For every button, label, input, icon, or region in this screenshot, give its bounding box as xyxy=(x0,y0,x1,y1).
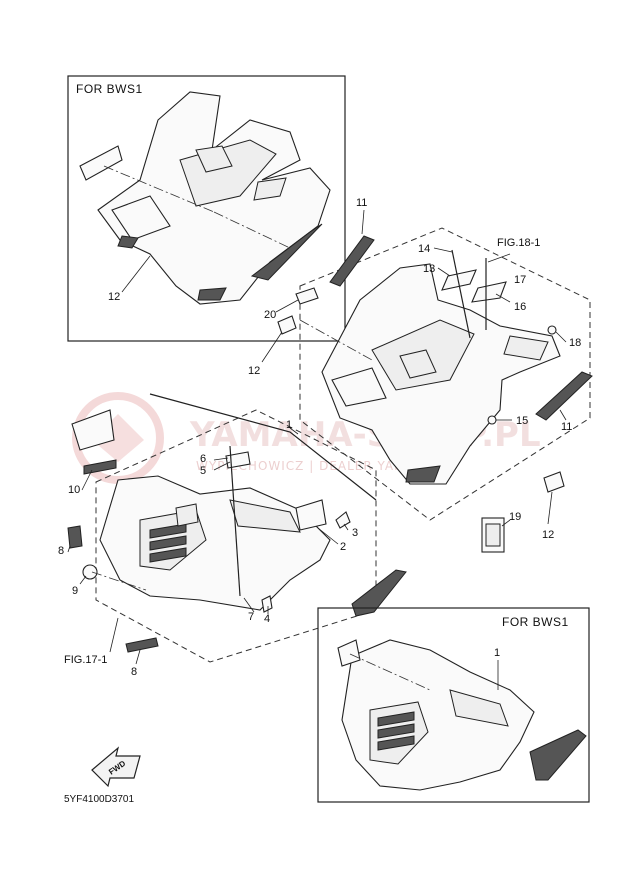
front-assembly-bracket xyxy=(149,393,377,501)
decal-12-box xyxy=(79,145,123,181)
callout-18: 18 xyxy=(569,337,581,349)
part-2 xyxy=(295,499,327,531)
front-side-panel xyxy=(351,569,407,617)
callout-8-bottom: 8 xyxy=(131,666,137,678)
part-11-top xyxy=(329,235,375,287)
callout-16: 16 xyxy=(514,301,526,313)
part-12-mid xyxy=(277,315,297,335)
callout-12-right: 12 xyxy=(542,529,554,541)
rear-fender-bws1 xyxy=(97,91,331,305)
part-14 xyxy=(451,249,471,339)
part-13 xyxy=(441,269,477,291)
part-12-right xyxy=(543,471,565,493)
decal-11-box xyxy=(250,223,323,281)
callout-15: 15 xyxy=(516,415,528,427)
rear-assembly: 11 14 13 FIG.18-1 17 16 18 15 11 20 12 1… xyxy=(248,197,593,541)
part-8-bottom xyxy=(125,637,159,653)
top-box-frame xyxy=(67,75,346,342)
callout-12-box: 12 xyxy=(108,291,120,303)
top-box-title: FOR BWS1 xyxy=(76,82,143,96)
callout-13: 13 xyxy=(423,263,435,275)
watermark-sub: WYPIECHOWICZ | DEALER YAMAHA xyxy=(196,459,434,473)
front-fender-bws1 xyxy=(337,639,587,791)
callout-11-top: 11 xyxy=(356,197,367,209)
part-19-label: 19 xyxy=(481,511,521,553)
part-9 xyxy=(82,564,98,580)
rear-assembly-outline xyxy=(299,227,591,521)
bottom-box-title: FOR BWS1 xyxy=(502,615,569,629)
part-5 xyxy=(225,451,251,469)
callout-8-top: 8 xyxy=(58,545,64,557)
callout-1-front: 1 xyxy=(286,419,292,431)
rear-fender xyxy=(321,263,561,485)
callout-1-box: 1 xyxy=(494,647,500,659)
callout-12-mid: 12 xyxy=(248,365,260,377)
callout-2: 2 xyxy=(340,541,346,553)
part-8-top xyxy=(67,525,83,549)
part-20 xyxy=(295,287,319,305)
bottom-box-frame xyxy=(317,607,590,803)
fwd-arrow-icon: FWD xyxy=(91,746,141,788)
callout-6: 6 xyxy=(200,453,206,465)
callout-19: 19 xyxy=(509,511,521,523)
front-fender xyxy=(99,475,331,611)
callout-11-right: 11 xyxy=(561,421,572,433)
fig-ref-front: FIG.17-1 xyxy=(64,654,107,666)
callout-14: 14 xyxy=(418,243,430,255)
part-4 xyxy=(261,595,273,613)
part-10-top xyxy=(71,409,115,451)
callout-10: 10 xyxy=(68,484,80,496)
part-code: 5YF4100D3701 xyxy=(64,794,134,805)
part-6-7-stud xyxy=(229,445,241,597)
front-assembly: 1 6 5 10 8 9 3 2 7 4 FIG.17-1 8 xyxy=(58,393,407,678)
part-15 xyxy=(487,415,497,425)
front-assembly-outline xyxy=(95,409,377,663)
part-3 xyxy=(335,511,351,529)
callout-20: 20 xyxy=(264,309,276,321)
callout-3: 3 xyxy=(352,527,358,539)
callout-9: 9 xyxy=(72,585,78,597)
callout-4: 4 xyxy=(264,613,270,625)
callout-17: 17 xyxy=(514,274,526,286)
callout-7: 7 xyxy=(248,611,254,623)
top-variant-box: FOR BWS1 12 xyxy=(67,75,346,342)
fig-ref-rear: FIG.18-1 xyxy=(497,237,540,249)
callout-5: 5 xyxy=(200,465,206,477)
part-18 xyxy=(547,325,557,335)
bottom-variant-box: FOR BWS1 1 xyxy=(317,607,590,803)
part-11-right xyxy=(535,371,593,421)
part-16 xyxy=(471,281,507,303)
